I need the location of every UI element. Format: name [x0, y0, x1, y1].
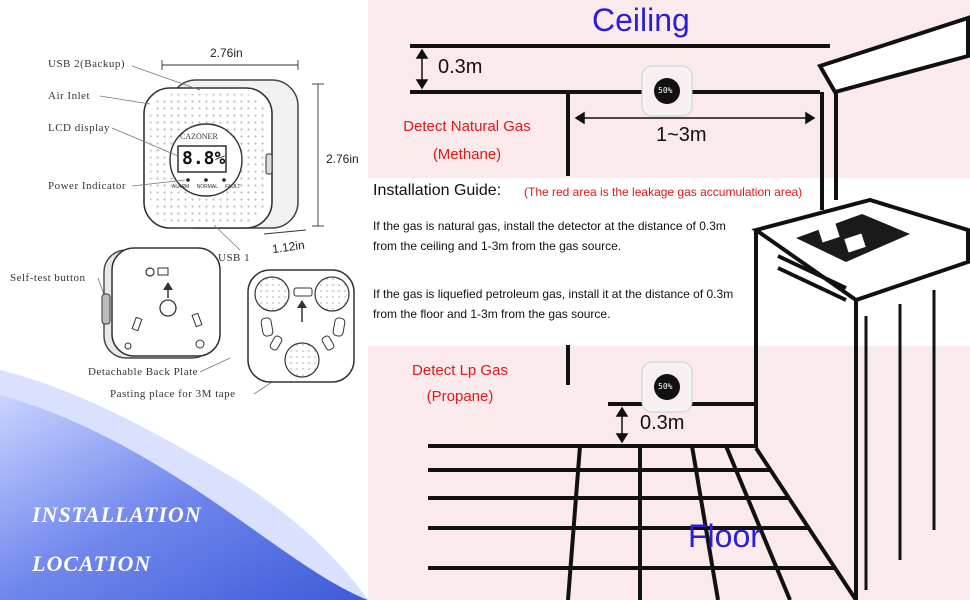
range-label: 1~3m [656, 124, 707, 146]
range-hood [817, 15, 970, 210]
location-title: LOCATION [32, 551, 152, 576]
back-plate-drawing [101, 247, 221, 359]
cooktop [796, 214, 910, 262]
guide-paragraph-lp-gas: If the gas is liquefied petroleum gas, i… [373, 284, 753, 324]
device-brand: CAZONER [180, 132, 218, 141]
indicator-normal: NORMAL [196, 184, 218, 190]
lp-gas-label: Detect Lp Gas [412, 362, 508, 379]
floor-label: Floor [688, 518, 761, 554]
indicator-fault: FAULT [225, 184, 241, 190]
guide-paragraph-natural-gas: If the gas is natural gas, install the d… [373, 216, 753, 256]
ceiling-detector [641, 65, 693, 117]
guide-title: Installation Guide: [373, 182, 502, 199]
natural-gas-sub: (Methane) [432, 146, 502, 163]
ceiling-label: Ceiling [592, 2, 690, 38]
ceiling-detector-reading: 50% [658, 86, 673, 95]
guide-p2-line1: If the gas is liquefied petroleum gas, i… [373, 287, 734, 301]
device-lcd-value: 8.8% [182, 148, 226, 169]
installation-title: INSTALLATION [32, 502, 202, 527]
product-diagram-panel: USB 2(Backup) Air Inlet LCD display Powe… [0, 0, 368, 600]
callout-lcd-display: LCD display [48, 122, 111, 134]
dimension-height: 2.76in [326, 152, 359, 166]
callout-power-indicator: Power Indicator [48, 180, 127, 192]
callout-pasting-place: Pasting place for 3M tape [110, 388, 236, 400]
tape-plate-drawing [247, 269, 355, 383]
callout-back-plate: Detachable Back Plate [88, 366, 199, 378]
dimension-width: 2.76in [210, 46, 243, 60]
guide-note: (The red area is the leakage gas accumul… [524, 185, 803, 199]
guide-p1-line2: from the ceiling and 1-3m from the gas s… [373, 239, 622, 253]
bottom-gap-label: 0.3m [640, 412, 685, 434]
floor-detector [641, 361, 693, 413]
guide-p1-line1: If the gas is natural gas, install the d… [373, 219, 726, 233]
callout-usb1: USB 1 [218, 252, 251, 264]
lp-gas-sub: (Propane) [426, 388, 494, 405]
guide-p2-line2: from the floor and 1-3m from the gas sou… [373, 307, 611, 321]
callout-air-inlet: Air Inlet [48, 90, 91, 102]
callout-self-test-button: Self-test button [10, 272, 86, 284]
top-gap-label: 0.3m [438, 56, 483, 78]
floor-lines [428, 402, 836, 600]
product-diagram-graphic [0, 60, 368, 600]
indicator-labels: ALARM NORMAL FAULT [172, 184, 240, 190]
ceiling-lines [410, 44, 830, 385]
callout-usb2: USB 2(Backup) [48, 58, 126, 70]
floor-detector-reading: 50% [658, 382, 673, 391]
stove-cabinet [751, 197, 970, 600]
main-device-drawing [143, 79, 299, 229]
indicator-alarm: ALARM [172, 184, 190, 190]
natural-gas-label: Detect Natural Gas [403, 118, 531, 135]
